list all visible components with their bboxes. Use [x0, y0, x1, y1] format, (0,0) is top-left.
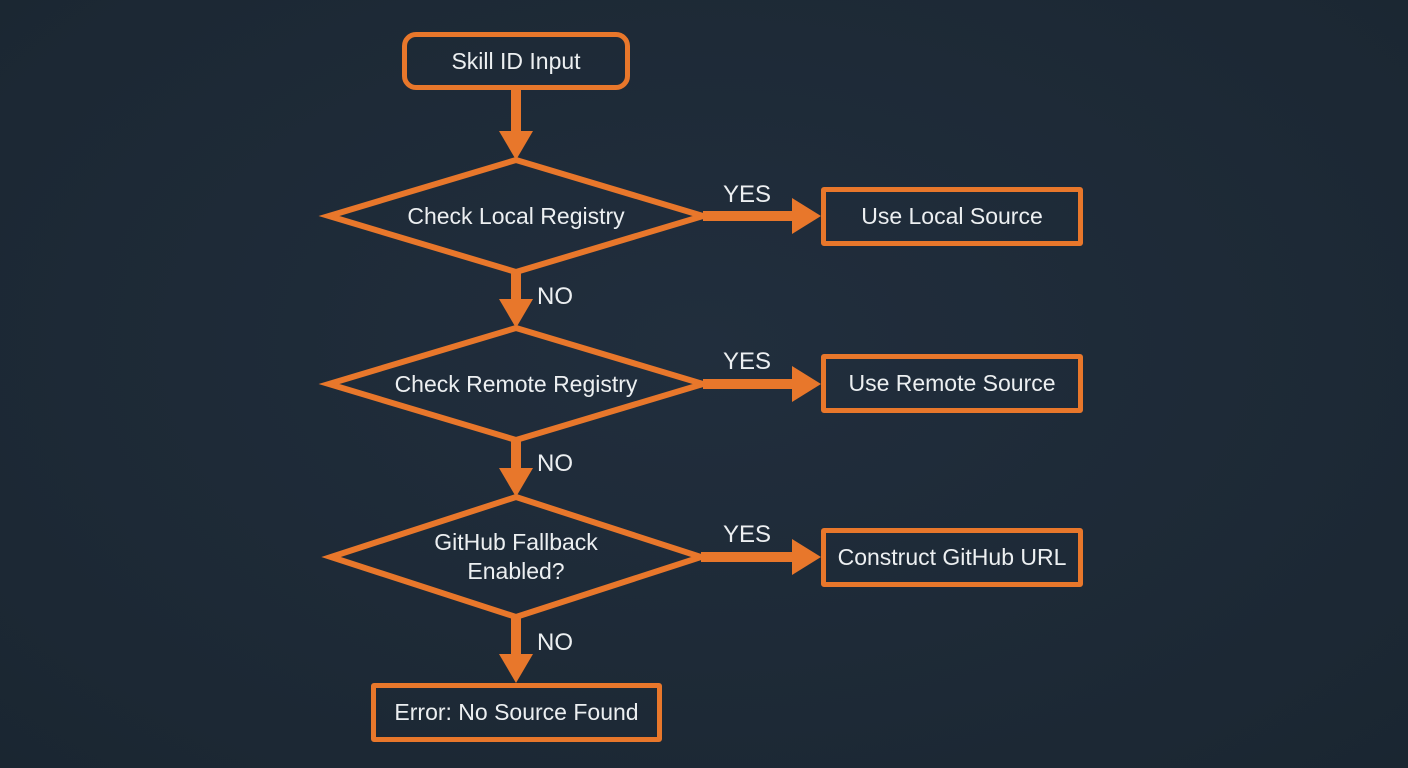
edge-label-yes-local: YES [722, 181, 772, 208]
edge-label-no-remote: NO [537, 450, 573, 477]
arrow-start-to-check-local [499, 90, 533, 160]
arrow-github-fallback-to-error [499, 617, 533, 683]
node-error: Error: No Source Found [371, 683, 662, 742]
edge-label-yes-remote: YES [722, 348, 772, 375]
arrow-check-local-to-use-local [703, 198, 821, 234]
node-use-local: Use Local Source [821, 187, 1083, 246]
node-start: Skill ID Input [402, 32, 630, 90]
arrow-check-local-to-check-remote [499, 272, 533, 328]
edge-label-yes-github: YES [722, 521, 772, 548]
node-github-fallback-label: GitHub Fallback Enabled? [434, 529, 598, 584]
node-use-remote: Use Remote Source [821, 354, 1083, 413]
arrow-github-fallback-to-construct-url [701, 539, 821, 575]
arrow-check-remote-to-use-remote [703, 366, 821, 402]
edge-label-no-github: NO [537, 629, 573, 656]
node-check-local-label: Check Local Registry [407, 202, 625, 229]
edge-label-no-local: NO [537, 283, 573, 310]
arrow-check-remote-to-github-fallback [499, 440, 533, 497]
node-construct-github-url: Construct GitHub URL [821, 528, 1083, 587]
node-check-remote-label: Check Remote Registry [394, 370, 638, 397]
